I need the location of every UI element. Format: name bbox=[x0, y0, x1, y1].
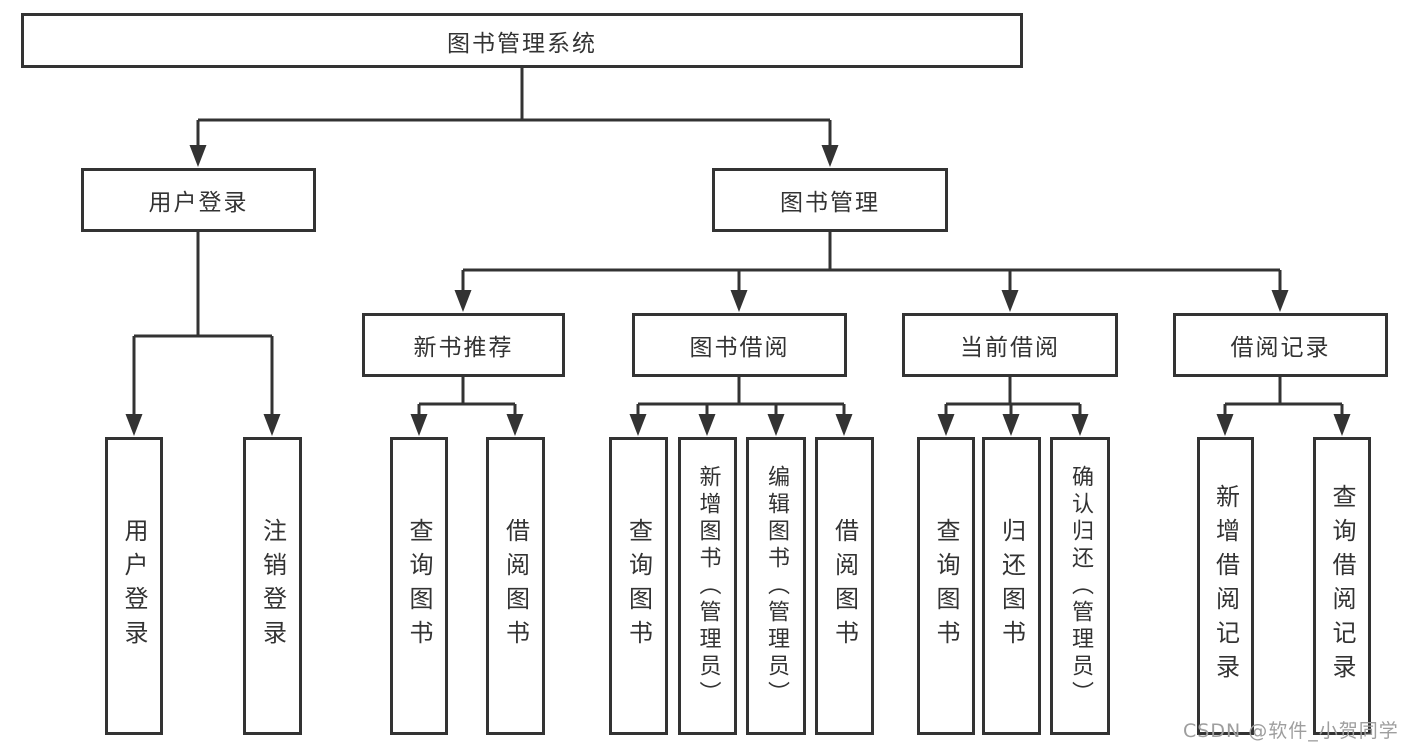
node-root-label: 图书管理系统 bbox=[447, 30, 597, 57]
leaf-borrow-books-2-label: 借阅图书 bbox=[830, 518, 859, 654]
leaf-borrow-books-1-label: 借阅图书 bbox=[501, 518, 530, 654]
watermark: CSDN @软件_小贺同学 bbox=[1183, 720, 1399, 742]
leaf-query-books-3: 查询图书 bbox=[917, 437, 975, 735]
node-book-management-label: 图书管理 bbox=[780, 190, 880, 216]
leaf-logout-label: 注销登录 bbox=[258, 518, 287, 654]
node-new-book-recommend-label: 新书推荐 bbox=[413, 335, 514, 361]
leaf-confirm-return-admin: 确认归还（管理员） bbox=[1050, 437, 1110, 735]
node-root: 图书管理系统 bbox=[21, 13, 1023, 68]
node-book-management: 图书管理 bbox=[712, 168, 948, 232]
leaf-query-books-1: 查询图书 bbox=[390, 437, 448, 735]
leaf-add-book-admin: 新增图书（管理员） bbox=[678, 437, 737, 735]
leaf-borrow-books-1: 借阅图书 bbox=[486, 437, 545, 735]
node-new-book-recommend: 新书推荐 bbox=[362, 313, 565, 377]
leaf-query-borrow-record-label: 查询借阅记录 bbox=[1328, 484, 1356, 688]
leaf-query-books-2-label: 查询图书 bbox=[624, 518, 653, 654]
node-book-borrow: 图书借阅 bbox=[632, 313, 847, 377]
leaf-edit-book-admin-label: 编辑图书（管理员） bbox=[764, 464, 789, 708]
leaf-borrow-books-2: 借阅图书 bbox=[815, 437, 874, 735]
leaf-user-login: 用户登录 bbox=[105, 437, 163, 735]
leaf-query-books-3-label: 查询图书 bbox=[932, 518, 960, 654]
node-borrow-records-label: 借阅记录 bbox=[1230, 335, 1331, 361]
leaf-add-book-admin-label: 新增图书（管理员） bbox=[695, 464, 721, 708]
leaf-confirm-return-admin-label: 确认归还（管理员） bbox=[1068, 464, 1093, 708]
leaf-query-books-2: 查询图书 bbox=[609, 437, 668, 735]
leaf-add-borrow-record: 新增借阅记录 bbox=[1197, 437, 1254, 735]
node-book-borrow-label: 图书借阅 bbox=[689, 335, 790, 361]
leaf-query-books-1-label: 查询图书 bbox=[405, 518, 433, 654]
node-borrow-records: 借阅记录 bbox=[1173, 313, 1388, 377]
leaf-return-book: 归还图书 bbox=[982, 437, 1041, 735]
leaf-return-book-label: 归还图书 bbox=[997, 518, 1026, 654]
node-current-borrow-label: 当前借阅 bbox=[960, 335, 1060, 361]
leaf-edit-book-admin: 编辑图书（管理员） bbox=[746, 437, 806, 735]
leaf-logout: 注销登录 bbox=[243, 437, 302, 735]
leaf-add-borrow-record-label: 新增借阅记录 bbox=[1211, 484, 1240, 688]
leaf-user-login-label: 用户登录 bbox=[120, 518, 148, 654]
leaf-query-borrow-record: 查询借阅记录 bbox=[1313, 437, 1371, 735]
node-user-login: 用户登录 bbox=[81, 168, 316, 232]
node-user-login-label: 用户登录 bbox=[148, 190, 249, 216]
node-current-borrow: 当前借阅 bbox=[902, 313, 1118, 377]
